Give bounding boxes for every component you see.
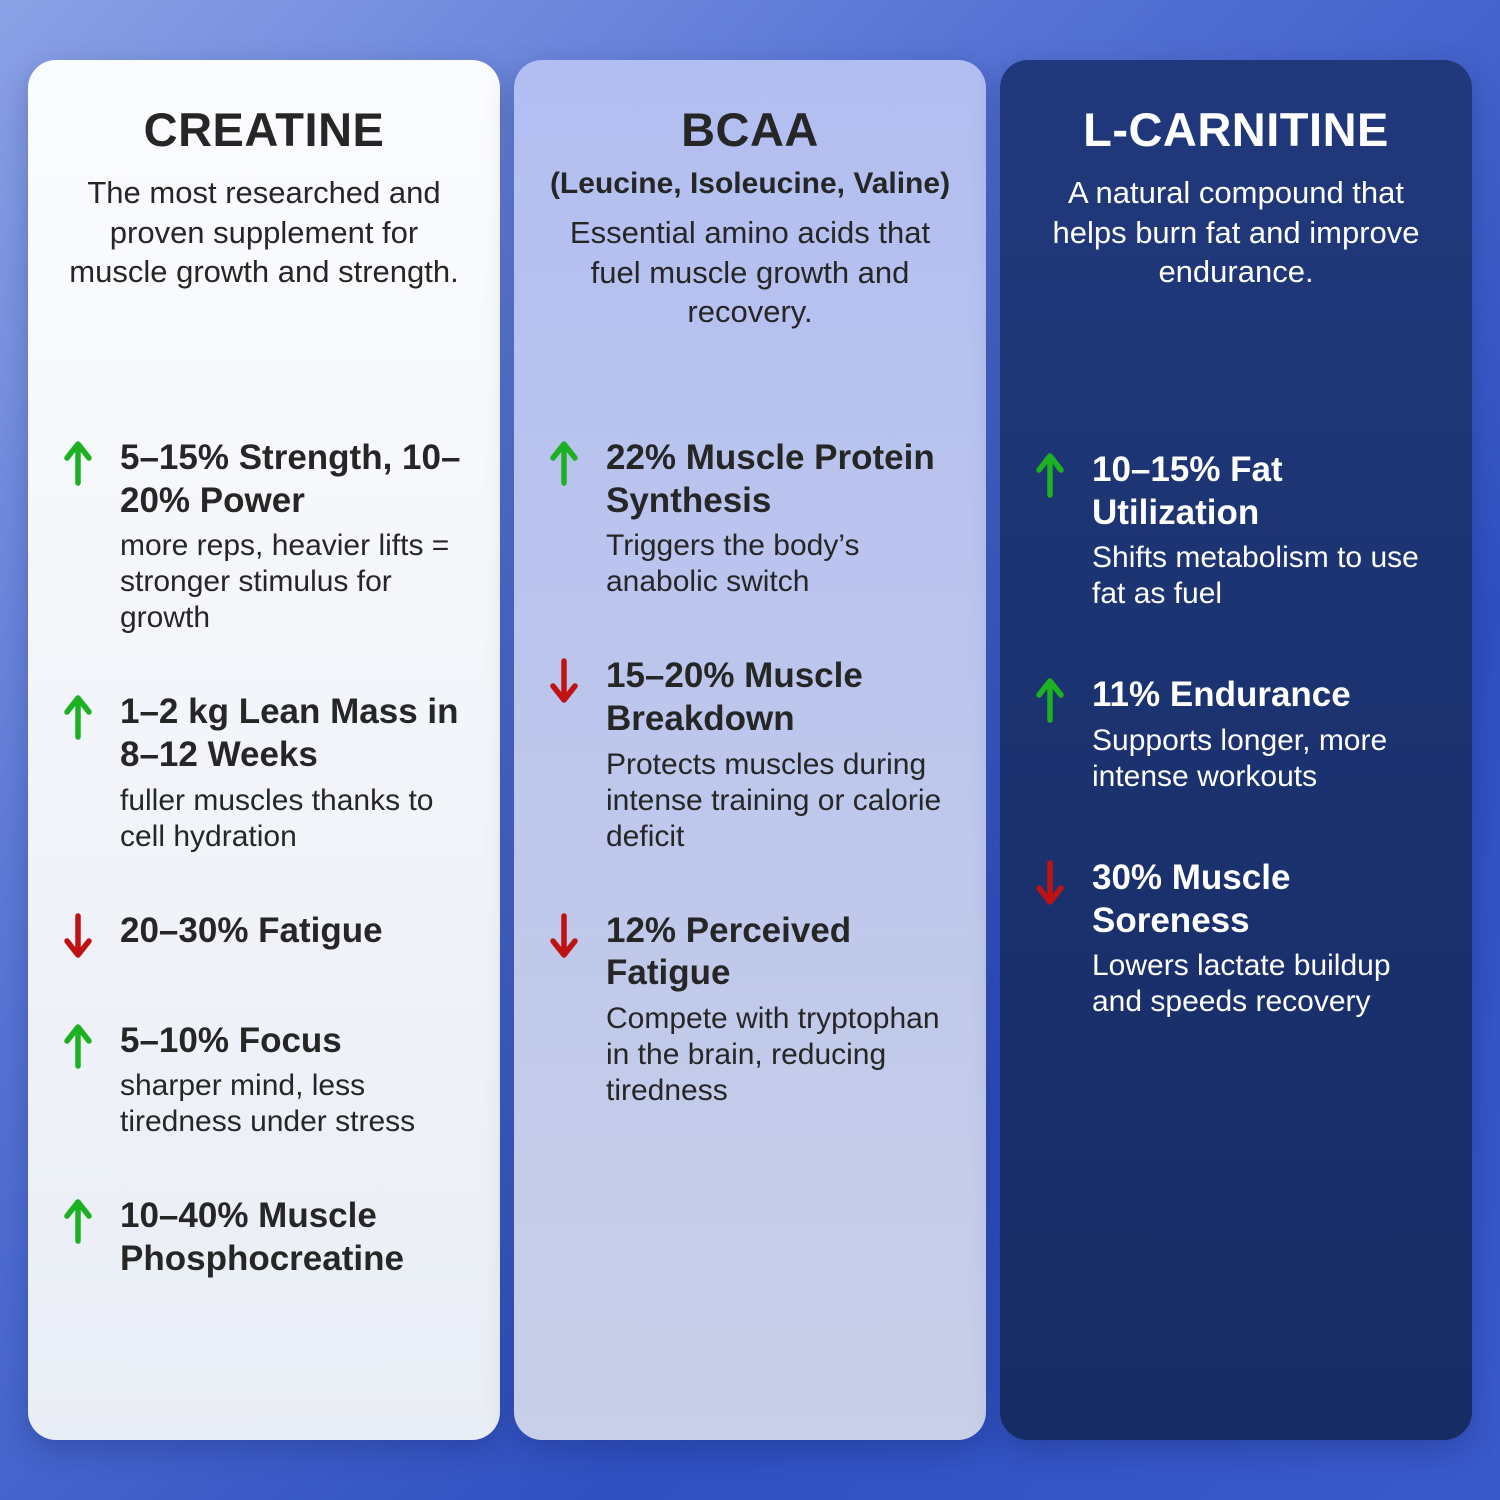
up-arrow-icon [62, 691, 120, 746]
benefit-detail: Lowers lactate buildup and speeds recove… [1092, 949, 1391, 1019]
column-description: A natural compound that helps burn fat a… [1052, 175, 1420, 290]
column-card-bcaa: BCAA (Leucine, Isoleucine, Valine) Essen… [514, 60, 986, 1440]
benefit-text: 11% Endurance Supports longer, more inte… [1092, 674, 1438, 795]
benefit-headline: 10–40% Muscle Phosphocreatine [120, 1196, 404, 1279]
benefit-headline: 30% Muscle Soreness [1092, 858, 1291, 940]
column-card-lcarnitine: L-CARNITINE A natural compound that help… [1000, 60, 1472, 1440]
creatine-benefit-list: 5–15% Strength, 10–20% Power more reps, … [62, 437, 466, 1400]
down-arrow-icon [548, 910, 606, 965]
benefit-detail: more reps, heavier lifts = stronger stim… [120, 529, 450, 635]
benefit-text: 1–2 kg Lean Mass in 8–12 Weeks fuller mu… [120, 691, 466, 854]
benefit-headline: 5–10% Focus [120, 1020, 342, 1060]
up-arrow-icon [1034, 674, 1092, 729]
benefit-detail: sharper mind, less tiredness under stres… [120, 1069, 416, 1139]
benefit-headline: 11% Endurance [1092, 675, 1351, 715]
down-arrow-icon [1034, 857, 1092, 912]
benefit-text: 5–10% Focus sharper mind, less tiredness… [120, 1020, 466, 1141]
benefit-headline: 15–20% Muscle Breakdown [606, 656, 863, 739]
bcaa-header: BCAA (Leucine, Isoleucine, Valine) Essen… [548, 102, 952, 437]
benefit-detail: fuller muscles thanks to cell hydration [120, 783, 434, 853]
column-description: Essential amino acids that fuel muscle g… [569, 215, 931, 330]
benefit-text: 5–15% Strength, 10–20% Power more reps, … [120, 437, 466, 636]
benefit-text: 10–15% Fat Utilization Shifts metabolism… [1092, 449, 1438, 612]
benefit-detail: Triggers the body’s anabolic switch [606, 529, 860, 599]
benefit-item: 15–20% Muscle Breakdown Protects muscles… [548, 655, 952, 854]
benefit-item: 30% Muscle Soreness Lowers lactate build… [1034, 857, 1438, 1020]
benefit-text: 10–40% Muscle Phosphocreatine [120, 1195, 466, 1280]
creatine-header: CREATINE The most researched and proven … [62, 102, 466, 437]
column-title: L-CARNITINE [1083, 103, 1389, 156]
column-title: BCAA [681, 103, 819, 156]
benefit-item: 20–30% Fatigue [62, 910, 466, 965]
up-arrow-icon [62, 1020, 120, 1075]
benefit-item: 12% Perceived Fatigue Compete with trypt… [548, 910, 952, 1109]
benefit-detail: Protects muscles during intense training… [606, 747, 942, 853]
column-title: CREATINE [143, 103, 385, 156]
benefit-item: 5–15% Strength, 10–20% Power more reps, … [62, 437, 466, 636]
up-arrow-icon [548, 437, 606, 492]
benefit-detail: Shifts metabolism to use fat as fuel [1092, 541, 1419, 611]
benefit-headline: 1–2 kg Lean Mass in 8–12 Weeks [120, 692, 459, 775]
benefit-headline: 20–30% Fatigue [120, 910, 383, 950]
benefit-text: 12% Perceived Fatigue Compete with trypt… [606, 910, 952, 1109]
benefit-item: 10–40% Muscle Phosphocreatine [62, 1195, 466, 1280]
lcarnitine-benefit-list: 10–15% Fat Utilization Shifts metabolism… [1034, 437, 1438, 1400]
up-arrow-icon [62, 437, 120, 492]
benefit-detail: Supports longer, more intense workouts [1092, 724, 1388, 794]
column-subtitle: (Leucine, Isoleucine, Valine) [549, 167, 951, 200]
benefit-text: 30% Muscle Soreness Lowers lactate build… [1092, 857, 1438, 1020]
up-arrow-icon [62, 1195, 120, 1250]
benefit-detail: Compete with tryptophan in the brain, re… [606, 1002, 940, 1108]
lcarnitine-header: L-CARNITINE A natural compound that help… [1034, 102, 1438, 437]
benefit-headline: 12% Perceived Fatigue [606, 910, 852, 993]
column-card-creatine: CREATINE The most researched and proven … [28, 60, 500, 1440]
column-description: The most researched and proven supplemen… [69, 175, 459, 290]
down-arrow-icon [62, 910, 120, 965]
benefit-item: 11% Endurance Supports longer, more inte… [1034, 674, 1438, 795]
benefit-item: 22% Muscle Protein Synthesis Triggers th… [548, 437, 952, 600]
benefit-item: 10–15% Fat Utilization Shifts metabolism… [1034, 449, 1438, 612]
benefit-item: 1–2 kg Lean Mass in 8–12 Weeks fuller mu… [62, 691, 466, 854]
benefit-headline: 10–15% Fat Utilization [1092, 450, 1283, 532]
benefit-text: 15–20% Muscle Breakdown Protects muscles… [606, 655, 952, 854]
down-arrow-icon [548, 655, 606, 710]
bcaa-benefit-list: 22% Muscle Protein Synthesis Triggers th… [548, 437, 952, 1400]
benefit-item: 5–10% Focus sharper mind, less tiredness… [62, 1020, 466, 1141]
benefit-headline: 22% Muscle Protein Synthesis [606, 438, 935, 520]
benefit-headline: 5–15% Strength, 10–20% Power [120, 438, 461, 520]
benefit-text: 20–30% Fatigue [120, 910, 466, 953]
up-arrow-icon [1034, 449, 1092, 504]
benefit-text: 22% Muscle Protein Synthesis Triggers th… [606, 437, 952, 600]
